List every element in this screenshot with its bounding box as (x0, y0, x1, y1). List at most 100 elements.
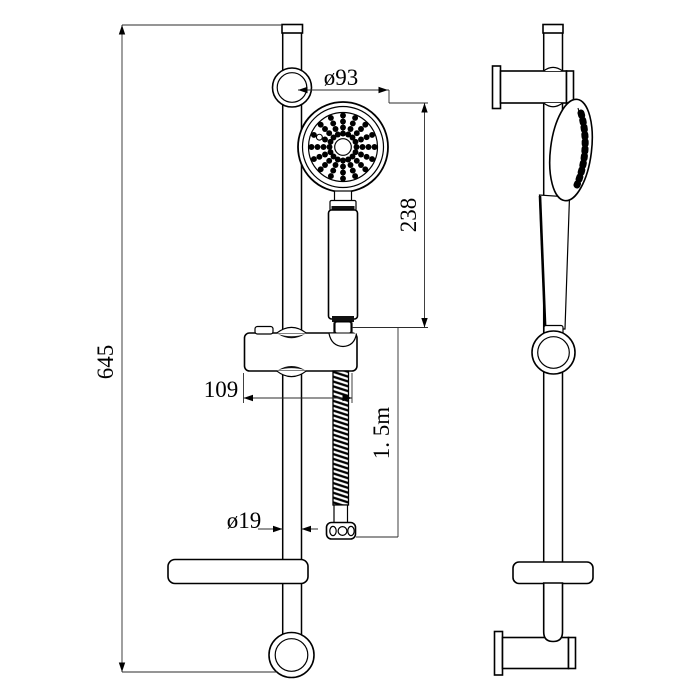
nozzle-dot (310, 156, 317, 163)
nozzle-dot (358, 162, 364, 168)
nozzle-dot (340, 169, 346, 176)
side-view (491, 23, 594, 676)
shower-handle-front (327, 190, 359, 335)
nozzle-dot (327, 114, 334, 121)
dimension-annotations: 645 ø93 238 109 (93, 24, 428, 673)
nozzle-dot (353, 144, 360, 150)
nozzle-dot (352, 149, 359, 156)
nozzle-dot (362, 121, 369, 128)
nozzle-dot (317, 166, 324, 173)
nozzle-dot (371, 144, 378, 150)
dimension-hand-shower-length: 238 (352, 102, 428, 328)
side-nozzle-dots (573, 109, 589, 189)
nozzle-dot (326, 144, 333, 150)
bracket-lock-tab (254, 325, 274, 335)
nozzle-dot (326, 130, 333, 137)
nozzle-dot (320, 144, 327, 150)
nozzle-dot (352, 173, 359, 180)
wall-mount-ring-top (271, 67, 313, 108)
label-overall-height: 645 (93, 345, 118, 380)
shower-handle-side (538, 194, 571, 330)
nozzle-dot (353, 130, 360, 137)
nozzle-dot (330, 120, 337, 127)
nozzle-dot (349, 153, 356, 160)
wall-mount-ring-bottom (268, 631, 315, 679)
label-hose-length: 1. 5m (369, 407, 394, 460)
nozzle-dot (330, 153, 337, 160)
nozzle-dot (349, 134, 356, 141)
nozzle-dot (332, 162, 339, 168)
nozzle-dot (327, 173, 334, 180)
nozzle-dot (349, 167, 356, 174)
nozzle-dot (369, 156, 376, 163)
nozzle-dot (330, 134, 337, 141)
nozzle-dot (322, 162, 328, 168)
nozzle-dot (349, 120, 356, 127)
nozzle-dot (322, 126, 328, 132)
slider-holder-bracket (243, 321, 358, 378)
head-center-hub (334, 138, 352, 156)
nozzle-dot (310, 131, 317, 138)
nozzle-dot (316, 153, 323, 160)
nozzle-dot (340, 130, 346, 137)
nozzle-dot (330, 167, 337, 174)
nozzle-dot (327, 149, 334, 156)
nozzle-dot (340, 112, 346, 119)
nozzle-dot (363, 153, 370, 160)
soap-dish-side (512, 561, 594, 585)
nozzle-dot (352, 138, 359, 145)
nozzle-dot (334, 131, 341, 138)
rail-bottom-elbow (542, 582, 564, 643)
nozzle-dot (340, 118, 346, 125)
shower-hose (325, 370, 357, 540)
nozzle-dot (347, 162, 354, 168)
nozzle-dot (315, 133, 323, 141)
nozzle-dot (345, 131, 352, 138)
nozzle-dot (345, 156, 352, 163)
nozzle-dot (359, 144, 366, 150)
nozzle-dot-pattern (308, 112, 378, 182)
nozzle-dot (340, 163, 346, 170)
nozzle-dot (358, 136, 364, 143)
dimension-overall-height: 645 (93, 24, 282, 673)
nozzle-dot (369, 131, 376, 138)
nozzle-dot (347, 126, 354, 132)
nozzle-dot (322, 151, 328, 158)
nozzle-dot (352, 114, 359, 121)
nozzle-dot (340, 157, 346, 164)
shower-head-side (548, 98, 594, 202)
nozzle-dot (308, 144, 315, 150)
front-view (167, 23, 389, 679)
nozzle-dot (317, 121, 324, 128)
nozzle-dot (358, 151, 364, 158)
hose-end-nut (325, 521, 357, 540)
nozzle-dot (363, 134, 370, 141)
nozzle-dot (314, 144, 321, 150)
dimension-hose-length: 1. 5m (356, 328, 399, 538)
nozzle-dot (334, 156, 341, 163)
nozzle-dot (332, 126, 339, 132)
label-rail-diameter: ø19 (227, 508, 262, 533)
holder-ring-side (531, 324, 576, 375)
nozzle-dot (340, 175, 346, 182)
nozzle-dot (353, 157, 360, 164)
nozzle-dot (340, 124, 346, 131)
nozzle-dot (362, 166, 369, 173)
nozzle-dot (327, 138, 334, 145)
label-hand-shower-length: 238 (396, 198, 421, 233)
dimension-head-diameter: ø93 (298, 65, 390, 103)
nozzle-dot (358, 126, 364, 132)
rail-top-cap-side (542, 23, 564, 34)
nozzle-dot (326, 157, 333, 164)
soap-dish-front (167, 558, 309, 585)
rail-top-cap (281, 23, 304, 34)
shower-head-face (297, 101, 389, 193)
nozzle-dot (365, 144, 372, 150)
dimension-rail-diameter: ø19 (227, 508, 318, 533)
dimension-holder-offset: 109 (204, 373, 353, 403)
nozzle-dot (322, 136, 328, 143)
label-head-diameter: ø93 (324, 65, 359, 90)
label-holder-offset: 109 (204, 377, 239, 402)
